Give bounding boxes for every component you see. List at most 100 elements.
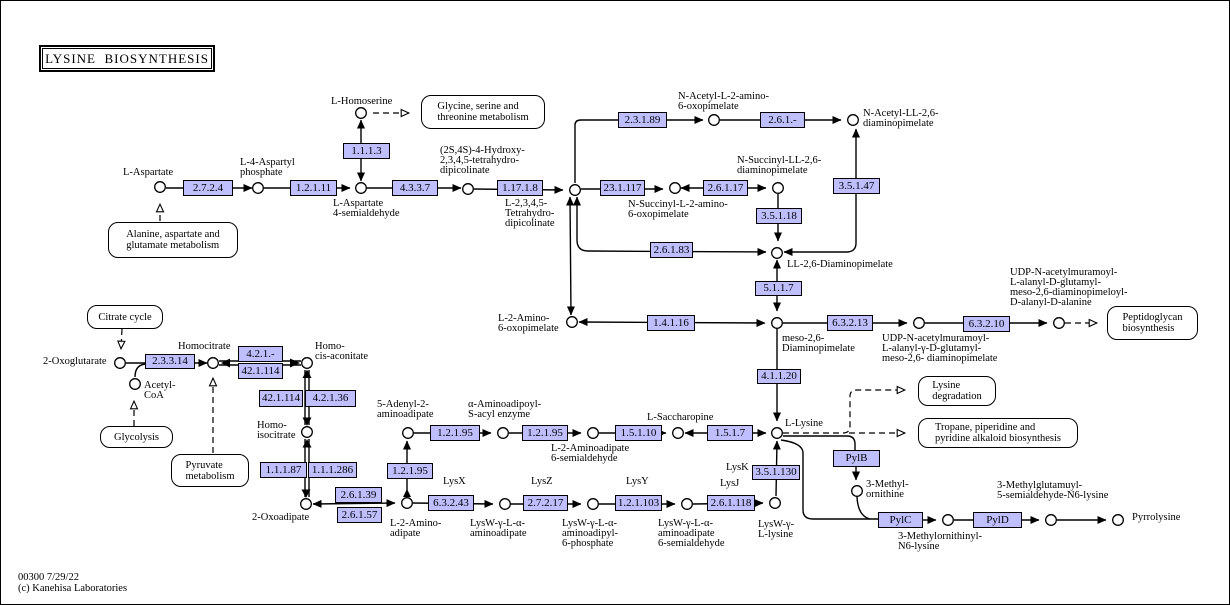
enzyme-box[interactable]: 4.2.1.-	[238, 346, 283, 362]
compound-node[interactable]	[587, 427, 599, 439]
pathway-link[interactable]: Glycine, serine and threonine metabolism	[421, 95, 545, 129]
metabolite-label: 3-Methylornithinyl- N6-lysine	[898, 531, 982, 552]
enzyme-box[interactable]: 4.1.1.20	[757, 369, 801, 384]
compound-node[interactable]	[355, 182, 367, 194]
enzyme-box[interactable]: 2.7.2.17	[523, 495, 568, 511]
enzyme-box[interactable]: 4.3.3.7	[392, 180, 438, 196]
metabolite-label: Homo- isocitrate	[257, 420, 296, 441]
enzyme-box[interactable]: 2.6.1.-	[760, 112, 805, 128]
metabolite-label: L-Aspartate 4-semialdehyde	[333, 198, 400, 219]
compound-node[interactable]	[771, 247, 783, 259]
enzyme-box[interactable]: 1.1.1.87	[260, 462, 307, 478]
compound-node[interactable]	[1045, 514, 1057, 526]
pathway-link[interactable]: Citrate cycle	[87, 305, 163, 329]
pathway-link[interactable]: Pyruvate metabolism	[171, 454, 249, 487]
enzyme-box[interactable]: 6.3.2.10	[963, 316, 1010, 332]
enzyme-box[interactable]: 1.4.1.16	[647, 315, 695, 331]
compound-node[interactable]	[566, 316, 578, 328]
diagram-line	[783, 435, 856, 450]
enzyme-box[interactable]: PylB	[833, 450, 880, 467]
compound-node[interactable]	[913, 317, 925, 329]
enzyme-box[interactable]: 6.3.2.13	[827, 315, 873, 331]
pathway-link[interactable]: Tropane, piperidine and pyridine alkaloi…	[918, 418, 1078, 448]
enzyme-box[interactable]: 6.3.2.43	[428, 495, 474, 511]
compound-node[interactable]	[669, 182, 681, 194]
compound-node[interactable]	[355, 107, 367, 119]
pathway-link[interactable]: Alanine, aspartate and glutamate metabol…	[108, 222, 238, 258]
pathway-link[interactable]: Lysine degradation	[918, 376, 996, 406]
diagram-line	[856, 496, 871, 520]
enzyme-box[interactable]: 42.1.114	[259, 390, 303, 407]
compound-node[interactable]	[772, 182, 784, 194]
enzyme-box[interactable]: 1.2.1.95	[387, 463, 433, 479]
diagram-line	[574, 116, 704, 183]
enzyme-box[interactable]: 1.2.1.95	[430, 425, 480, 441]
metabolite-label: UDP-N-acetylmuramoyl- L-alanyl-γ-D-gluta…	[882, 333, 998, 364]
metabolite-label: 3-Methylglutamuyl- 5-semialdehyde-N6-lys…	[997, 480, 1109, 501]
compound-node[interactable]	[672, 427, 684, 439]
compound-node[interactable]	[129, 378, 141, 390]
enzyme-box[interactable]: 1.17.1.8	[497, 180, 543, 196]
metabolite-label: L-Aspartate	[123, 167, 174, 178]
compound-node[interactable]	[252, 182, 264, 194]
metabolite-label: L-4-Aspartyl phosphate	[240, 157, 295, 178]
enzyme-box[interactable]: 42.1.114	[238, 363, 283, 379]
enzyme-box[interactable]: 2.6.1.83	[650, 242, 693, 258]
enzyme-box[interactable]: 1.1.1.286	[308, 462, 357, 478]
enzyme-box[interactable]: 3.5.1.18	[756, 208, 802, 224]
enzyme-box[interactable]: 2.6.1.17	[703, 180, 748, 196]
metabolite-label: α-Aminoadipoyl- S-acyl enzyme	[468, 399, 542, 420]
compound-node[interactable]	[847, 114, 859, 126]
compound-nodes	[114, 107, 1124, 526]
pathway-link[interactable]: Glycolysis	[100, 426, 173, 448]
enzyme-box[interactable]: 1.2.1.103	[615, 495, 662, 511]
enzyme-box[interactable]: 1.2.1.11	[290, 180, 337, 196]
pathway-link[interactable]: Peptidoglycan biosynthesis	[1107, 306, 1198, 340]
compound-node[interactable]	[301, 426, 313, 438]
compound-node[interactable]	[569, 184, 581, 196]
enzyme-box[interactable]: 1.5.1.7	[707, 425, 753, 441]
enzyme-box[interactable]: 3.5.1.130	[752, 465, 800, 480]
compound-node[interactable]	[771, 427, 783, 439]
compound-node[interactable]	[497, 427, 509, 439]
compound-node[interactable]	[587, 498, 599, 510]
diagram-line	[302, 369, 312, 378]
enzyme-box[interactable]: 1.5.1.10	[615, 425, 662, 441]
enzyme-box[interactable]: 5.1.1.7	[755, 281, 802, 296]
compound-node[interactable]	[681, 498, 693, 510]
metabolite-label: LysJ	[720, 478, 740, 489]
compound-node[interactable]	[401, 497, 413, 509]
compound-node[interactable]	[114, 357, 126, 369]
enzyme-box[interactable]: 2.6.1.39	[335, 487, 382, 503]
compound-node[interactable]	[300, 498, 312, 510]
compound-node[interactable]	[1053, 317, 1065, 329]
enzyme-box[interactable]: PylD	[973, 512, 1022, 528]
compound-node[interactable]	[771, 317, 783, 329]
compound-node[interactable]	[499, 498, 511, 510]
enzyme-box[interactable]: 4.2.1.36	[305, 390, 356, 407]
enzyme-box[interactable]: 2.3.3.14	[145, 354, 195, 369]
metabolite-label: meso-2,6- Diaminopimelate	[782, 333, 855, 354]
compound-node[interactable]	[1112, 514, 1124, 526]
compound-node[interactable]	[154, 181, 166, 193]
enzyme-box[interactable]: 2.6.1.57	[337, 507, 382, 523]
enzyme-box[interactable]: 3.5.1.47	[833, 178, 880, 194]
compound-node[interactable]	[769, 497, 781, 509]
pathway-link-lines	[117, 108, 1099, 453]
compound-node[interactable]	[851, 485, 863, 497]
compound-node[interactable]	[462, 183, 474, 195]
enzyme-box[interactable]: 2.6.1.118	[707, 495, 755, 511]
enzyme-box[interactable]: 1.2.1.95	[522, 425, 568, 441]
compound-node[interactable]	[708, 114, 720, 126]
compound-node[interactable]	[942, 514, 954, 526]
compound-node[interactable]	[402, 427, 414, 439]
diagram-line	[403, 489, 411, 497]
compound-node[interactable]	[301, 357, 313, 369]
compound-node[interactable]	[207, 357, 219, 369]
enzyme-box[interactable]: PylC	[878, 512, 923, 528]
diagram-line	[290, 358, 300, 368]
enzyme-box[interactable]: 1.1.1.3	[343, 143, 390, 159]
enzyme-box[interactable]: 2.7.2.4	[183, 180, 233, 196]
enzyme-box[interactable]: 2.3.1.89	[618, 112, 667, 128]
enzyme-box[interactable]: 23.1.117	[600, 180, 645, 196]
